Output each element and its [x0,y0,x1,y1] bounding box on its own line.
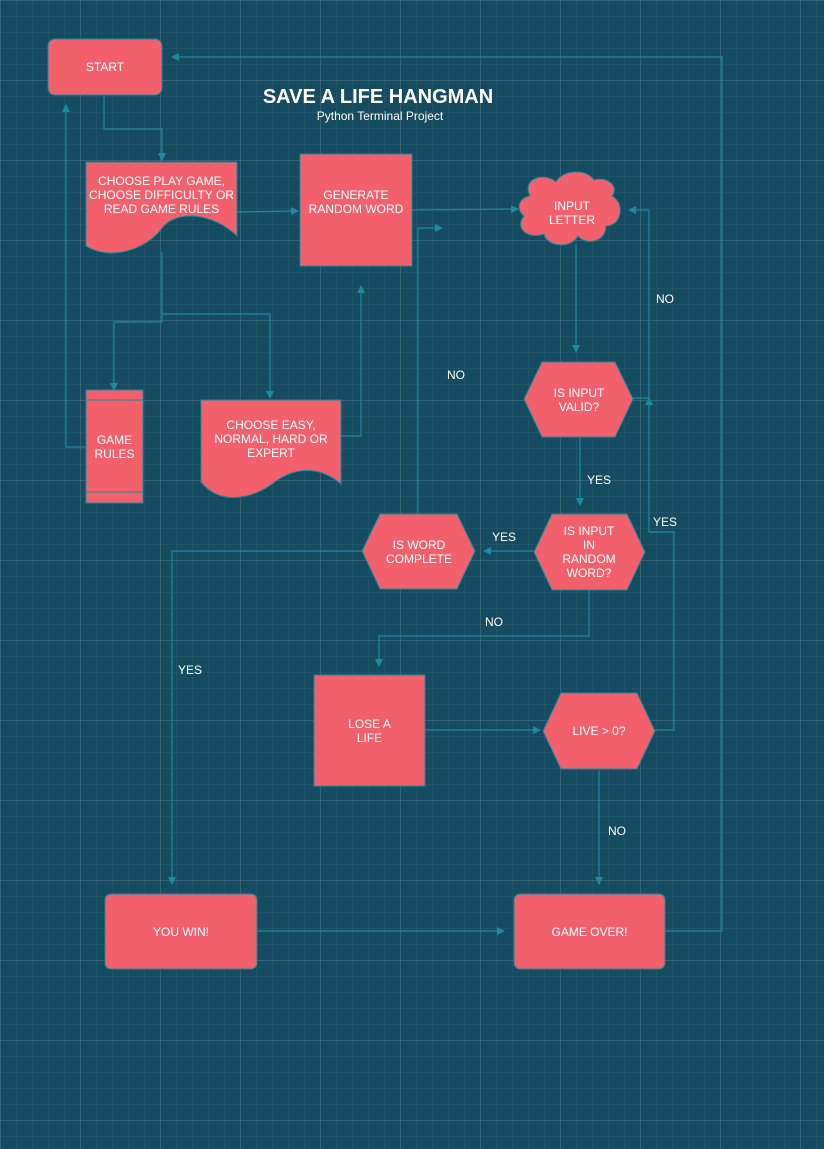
connector-generate-to-input [411,205,519,214]
edge-label-in-word-yes: YES [492,530,517,544]
diagram-title: SAVE A LIFE HANGMAN [262,86,494,108]
is-input-valid-label: IS INPUT VALID? [553,385,605,414]
connector-lives-yes-to-valid [645,397,675,731]
connector-start-to-menu [103,96,166,161]
is-word-complete-node [361,513,476,590]
game-rules-node [85,389,144,504]
connector-rules-to-start [62,104,86,448]
edge-label-lives-no: NO [608,824,626,838]
connector-game-over-to-start [171,53,723,932]
connector-not-in-word-to-lose [375,590,590,667]
choose-menu-node [85,161,238,254]
edge-label-invalid-no: NO [656,292,674,306]
lives-check-node [542,692,656,770]
connector-menu-to-generate [236,207,299,216]
connector-menu-to-difficulty [162,313,274,399]
edge-label-valid-yes: YES [587,473,612,487]
is-input-valid-node [523,361,634,438]
choose-difficulty-label: CHOOSE EASY, NORMAL, HARD OR EXPERT [214,418,328,460]
connector-difficulty-to-generate [341,285,365,437]
connector-complete-to-win [168,550,362,885]
game-rules-label: GAME RULES [94,433,135,461]
connector-menu-split [110,252,163,391]
is-input-in-word-node [533,513,646,591]
choose-menu-label: CHOOSE PLAY GAME, CHOOSE DIFFICULTY OR R… [89,174,234,216]
edge-label-in-word-no: NO [485,615,503,629]
game-over-label: GAME OVER! [551,924,628,939]
generate-word-label: GENERATE RANDOM WORD [308,188,404,216]
game-over-node [513,893,666,970]
connector-invalid-back-to-input [628,206,650,399]
diagram-subtitle: Python Terminal Project [316,109,444,123]
start-label: START [85,60,125,74]
is-input-in-word-label: IS INPUT IN RANDOM WORD? [562,524,616,580]
connector-incomplete-back-to-generate-line [417,224,443,514]
lose-a-life-node [313,674,426,787]
choose-difficulty-node [200,399,342,498]
input-letter-node [518,171,621,246]
edge-label-complete-yes: YES [178,663,203,677]
edge-label-lives-yes: YES [653,515,678,529]
you-win-label: YOU WIN! [153,924,209,939]
lose-a-life-label: LOSE A LIFE [348,717,391,745]
generate-word-node [299,153,413,267]
start-node [47,38,163,96]
lives-check-label: LIVE > 0? [572,724,626,738]
is-word-complete-label: IS WORD COMPLETE [385,537,452,566]
input-letter-label: INPUT LETTER [548,199,595,227]
edge-label-word-complete-no: NO [447,368,465,382]
you-win-node [104,893,258,970]
